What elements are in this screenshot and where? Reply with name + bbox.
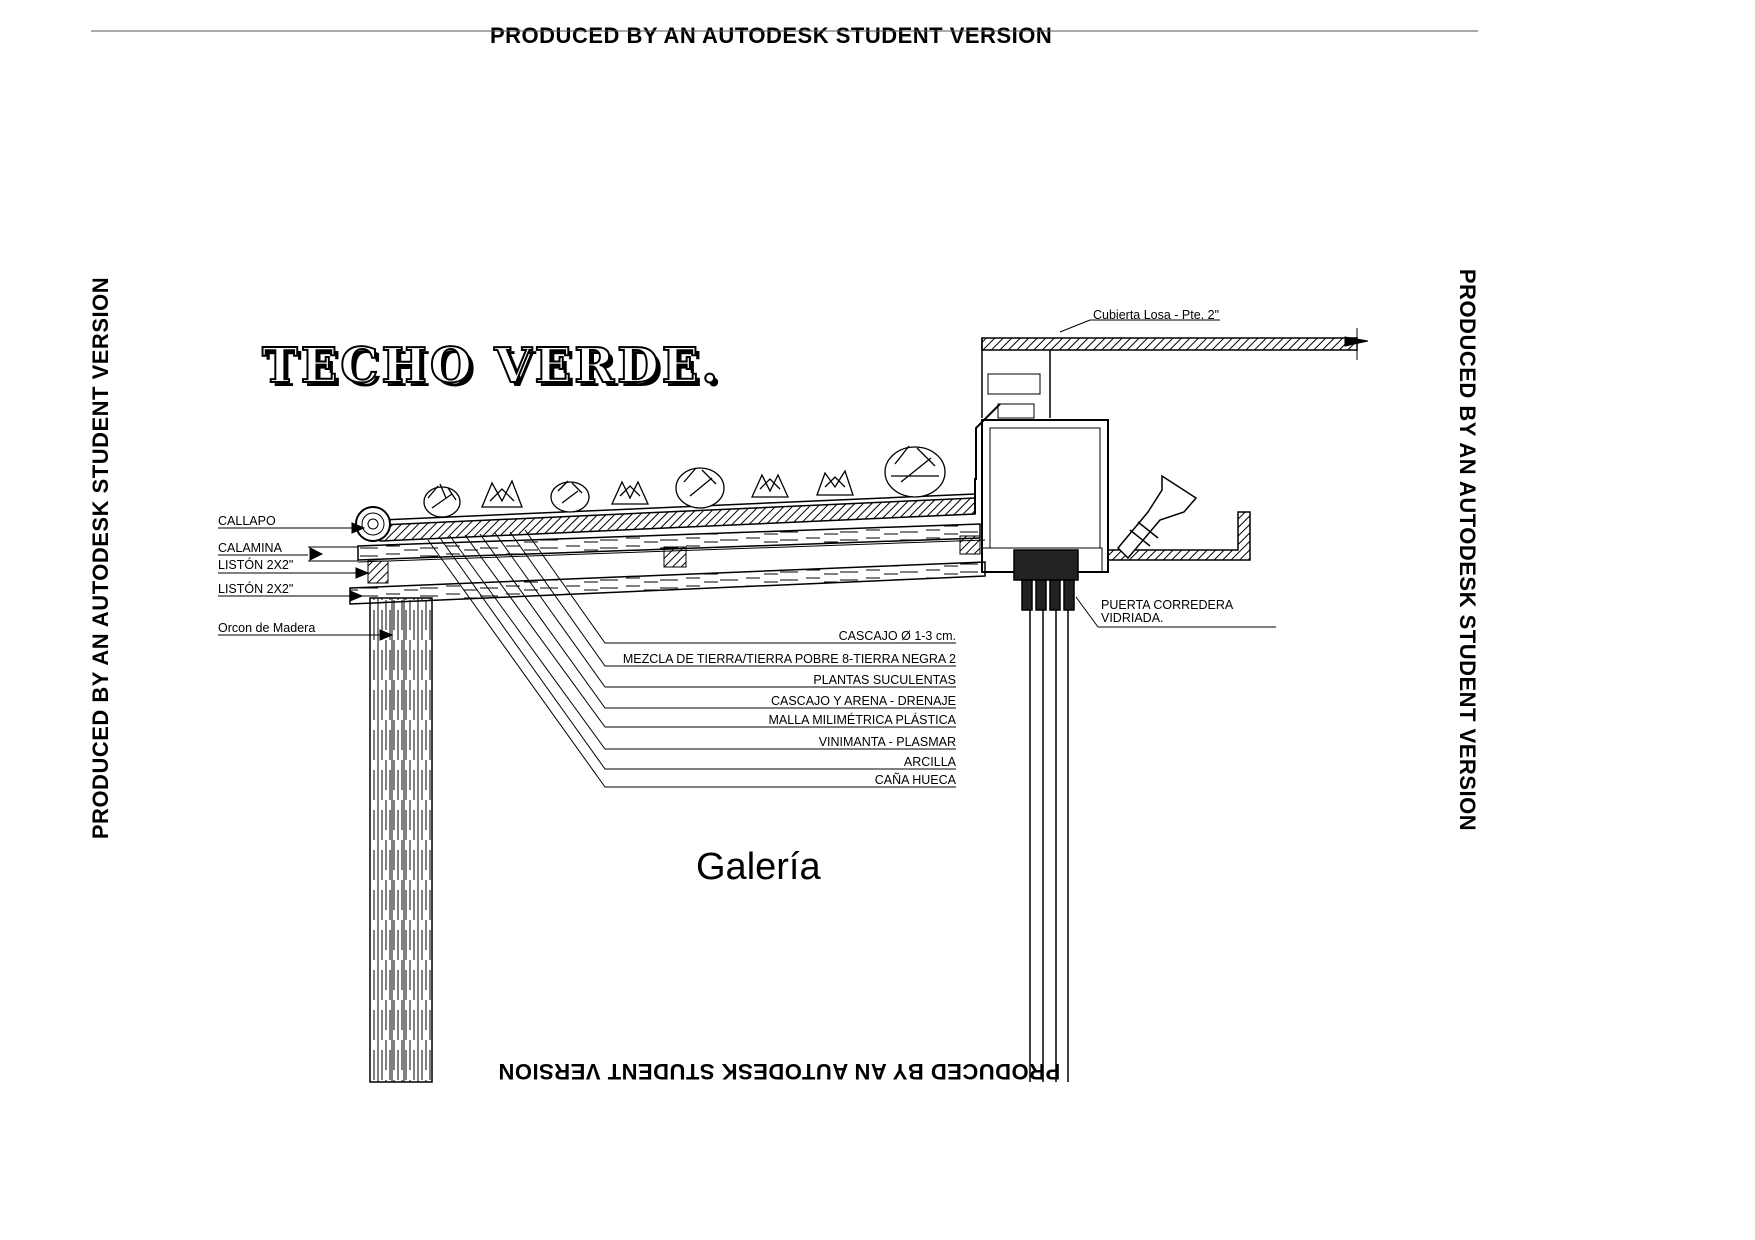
layer-label-mezcla: MEZCLA DE TIERRA/TIERRA POBRE 8-TIERRA N… — [622, 652, 956, 666]
steel-beam — [975, 403, 1109, 573]
layer-label-cascajo: CASCAJO Ø 1-3 cm. — [838, 629, 956, 643]
layer-label-cana-hueca: CAÑA HUECA — [874, 773, 956, 787]
label-orcon: Orcon de Madera — [218, 621, 316, 635]
timber-post — [369, 597, 433, 1083]
layer-label-plantas: PLANTAS SUCULENTAS — [813, 673, 956, 687]
drawing-title: TECHO VERDE. — [261, 337, 722, 395]
layer-label-arcilla: ARCILLA — [903, 755, 956, 769]
label-liston-lower: LISTÓN 2X2" — [218, 582, 294, 596]
label-puerta-line1: PUERTA CORREDERA — [1101, 598, 1234, 612]
callapo-log — [355, 506, 391, 542]
concrete-slab — [981, 319, 1369, 419]
layer-label-vinimanta: VINIMANTA - PLASMAR — [818, 735, 956, 749]
watermark-top: PRODUCED BY AN AUTODESK STUDENT VERSION — [490, 23, 1053, 48]
lower-beam — [349, 561, 986, 605]
layer-label-malla: MALLA MILIMÉTRICA PLÁSTICA — [768, 713, 956, 727]
drawing-sheet: PRODUCED BY AN AUTODESK STUDENT VERSION … — [88, 23, 1480, 1084]
label-liston-upper: LISTÓN 2X2" — [218, 558, 294, 572]
layer-label-drenaje: CASCAJO Y ARENA - DRENAJE — [770, 694, 956, 708]
label-calamina: CALAMINA — [218, 541, 282, 555]
section-drawing — [91, 30, 1478, 1083]
label-puerta-line2: VIDRIADA. — [1101, 611, 1164, 625]
label-cubierta: Cubierta Losa - Pte. 2" — [1093, 308, 1220, 322]
light-fixture — [1116, 474, 1198, 560]
gutter — [1108, 511, 1251, 561]
room-label: Galería — [696, 846, 821, 888]
label-callapo: CALLAPO — [218, 514, 276, 528]
succulent-plants — [423, 445, 946, 518]
layer-leader-lines — [427, 529, 956, 788]
label-puerta: PUERTA CORREDERA VIDRIADA. — [1101, 599, 1233, 625]
sliding-door — [1013, 549, 1276, 1082]
left-leader-lines — [218, 522, 394, 641]
upper-beam — [357, 523, 986, 584]
